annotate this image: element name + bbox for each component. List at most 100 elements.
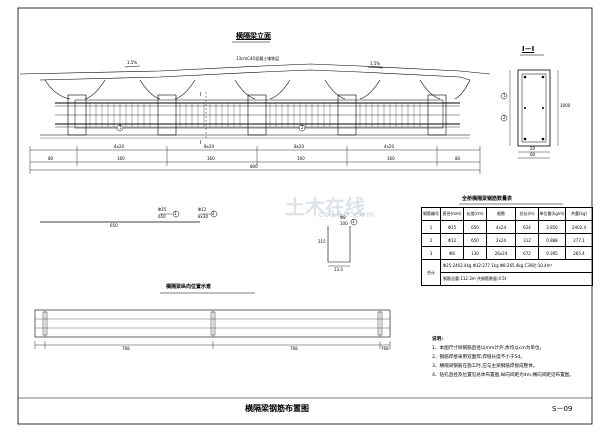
- table-row: 2 Φ12 650 2x24 312 0.888 277.1: [421, 233, 593, 247]
- dim-span-4: 4x20: [384, 144, 395, 149]
- stirrup-height: 315: [318, 239, 326, 244]
- table-cell: 26x24: [486, 246, 516, 260]
- section-marker-top: I: [200, 92, 202, 98]
- table-total-row: 合计 Φ25:2402.4kg Φ12:277.1kg Φ8:265.4kg C…: [421, 259, 593, 286]
- rebar-quantity-table: 钢筋编号 直径(mm) 长度(cm) 根数 总长(m) 单位重(kg/m) 共重…: [421, 207, 593, 286]
- stirrup-width: 13.5: [334, 267, 343, 272]
- table-cell: Φ12: [440, 233, 464, 247]
- slope-right: 1.5%: [370, 61, 381, 66]
- section-marker-bottom: I: [200, 140, 202, 146]
- table-cell: 312: [515, 233, 539, 247]
- plan-dim-left: 768: [122, 346, 130, 351]
- elevation-title: 横隔梁立面: [236, 32, 271, 40]
- table-total-label: 合计: [421, 259, 441, 286]
- callout-1-text: 1: [119, 125, 122, 130]
- sec-callout-1: 1: [503, 93, 506, 98]
- dim-80-right: 80: [455, 156, 461, 161]
- callout-circle-1: [116, 124, 124, 132]
- plan-dim-right: 768: [381, 346, 389, 351]
- table-cell: 650: [463, 220, 487, 234]
- callout-2-text: 2: [301, 125, 304, 130]
- stirrup-callout: 3: [352, 219, 355, 224]
- section-outline: [517, 69, 551, 147]
- plan-dim-mid: 768: [290, 346, 298, 351]
- table-header: 长度(cm): [463, 207, 487, 221]
- table-cell: Φ8: [440, 246, 464, 260]
- notes-header: 说明:: [432, 337, 444, 342]
- table-title: 全桥横隔梁钢筋数量表: [462, 196, 513, 202]
- table-header: 单位重(kg/m): [538, 207, 566, 221]
- dim-160-3: 160: [297, 156, 305, 161]
- table-header-row: 钢筋编号 直径(mm) 长度(cm) 根数 总长(m) 单位重(kg/m) 共重…: [421, 207, 593, 221]
- table-row: 3 Φ8 130 26x24 672 0.395 265.4: [421, 246, 593, 260]
- dim-80-left: 80: [48, 156, 54, 161]
- stirrup-label: Φ8: [340, 215, 346, 220]
- note-item: 1、本图尺寸除钢筋直径以mm计外,余均以cm为单位。: [432, 346, 545, 351]
- note-item: 2、钢筋焊接采用双面焊,焊缝长度不小于5d。: [432, 355, 525, 360]
- bar-length-1: 650: [110, 223, 118, 228]
- dim-span-3: 8x20: [294, 144, 305, 149]
- table-header: 共重(kg): [565, 207, 593, 221]
- section-title: I－I: [522, 45, 535, 53]
- bar-1-label: Φ25: [158, 207, 167, 212]
- deck-top-line: [19, 63, 491, 75]
- stirrup-ticks: [89, 103, 421, 127]
- note-item: 4、钻孔直径及位置见总体布置图,纵向间距为4m,横向间距见布置图。: [432, 373, 574, 378]
- bar-1-sub: 650: [158, 214, 166, 219]
- plan-title: 横隔梁纵向位置示意: [166, 284, 212, 290]
- dim-160-1: 160: [117, 156, 125, 161]
- note-item: 3、横隔梁钢筋在施工时,应与主梁钢筋焊接成整体。: [432, 364, 538, 369]
- bar-detail-1: [40, 213, 212, 223]
- bar-2-callout: 2: [212, 211, 215, 216]
- sheet-number: S－09: [552, 405, 573, 413]
- stirrup-sub: 100: [340, 221, 348, 226]
- table-total-line2: 钢筋总重:112.3m 共钢筋数量:4.5t: [440, 272, 593, 286]
- bar-2-sub: 8x30: [198, 214, 209, 219]
- watermark-logo: 土木在线: [285, 195, 365, 219]
- callout-circle-2: [298, 124, 306, 132]
- sec-dim-bottom: 20: [530, 146, 536, 151]
- table-cell: 277.1: [565, 233, 593, 247]
- plan-outline: [34, 309, 391, 338]
- table-cell: 0.888: [538, 233, 566, 247]
- deck-underside: [39, 69, 471, 81]
- deck-note: 13cmC40混凝土铺装层: [236, 56, 280, 61]
- table-cell: 2: [421, 233, 441, 247]
- table-cell: Φ25: [440, 220, 464, 234]
- diaphragm-beam: [74, 99, 444, 129]
- table-header: 总长(m): [515, 207, 539, 221]
- bar-1-callout: 1: [174, 211, 177, 216]
- dim-span-2: 8x20: [204, 144, 215, 149]
- slope-left: 1.5%: [127, 60, 138, 65]
- table-total-line1: Φ25:2402.4kg Φ12:277.1kg Φ8:265.4kg C30砼…: [440, 259, 593, 273]
- plan-diaphragm-3: [377, 311, 383, 336]
- table-cell: 624: [515, 220, 539, 234]
- table-header: 根数: [486, 207, 516, 221]
- girder-haunches: [44, 79, 471, 100]
- table-cell: 3.850: [538, 220, 566, 234]
- plan-diaphragm-2: [210, 311, 216, 336]
- dim-160-2: 160: [207, 156, 215, 161]
- table-cell: 3: [421, 246, 441, 260]
- dim-total: 800: [250, 164, 258, 169]
- dim-160-4: 160: [387, 156, 395, 161]
- table-row: 1 Φ25 650 4x24 624 3.850 2402.4: [421, 220, 593, 234]
- dim-span-1: 4x20: [114, 144, 125, 149]
- section-bars: [523, 75, 545, 141]
- table-cell: 2402.4: [565, 220, 593, 234]
- plan-view: [34, 292, 391, 349]
- table-cell: 265.4: [565, 246, 593, 260]
- stirrup-detail: [327, 226, 351, 267]
- sec-dim-height: 1000: [560, 103, 571, 108]
- table-header: 直径(mm): [440, 207, 464, 221]
- table-cell: 4x24: [486, 220, 516, 234]
- table-cell: 1: [421, 220, 441, 234]
- drawing-title: 横隔梁钢筋布置图: [245, 404, 309, 413]
- table-cell: 0.395: [538, 246, 566, 260]
- sec-callout-2: 2: [503, 115, 506, 120]
- bar-2-label: Φ12: [198, 207, 207, 212]
- table-cell: 130: [463, 246, 487, 260]
- watermark-url: co188.com: [318, 210, 376, 219]
- notes-block: 说明: 1、本图尺寸除钢筋直径以mm计外,余均以cm为单位。 2、钢筋焊接采用双…: [432, 335, 574, 380]
